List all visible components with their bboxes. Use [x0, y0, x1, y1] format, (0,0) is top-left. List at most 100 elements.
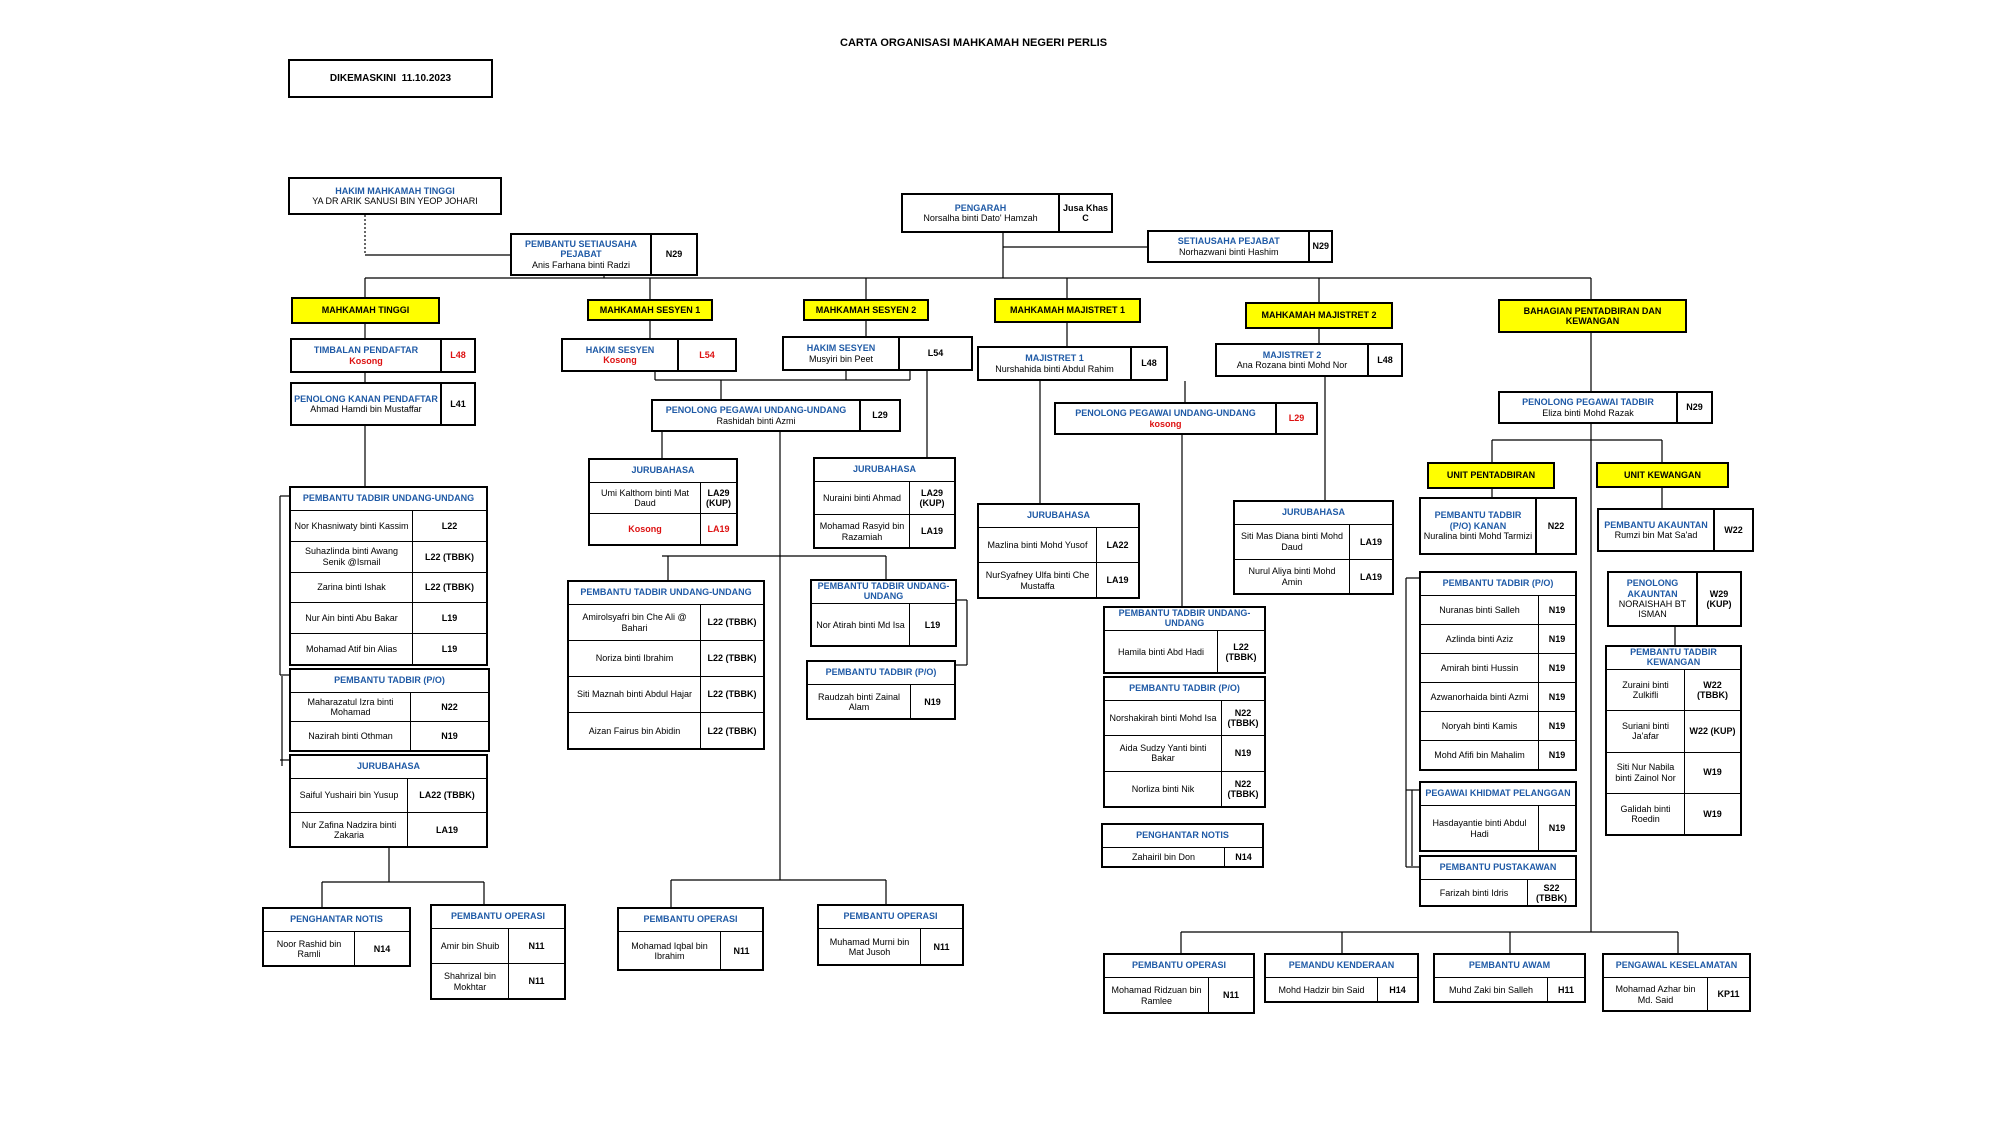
- position-title: MAJISTRET 2: [1262, 349, 1322, 360]
- staff-name: Noryah binti Kamis: [1441, 720, 1518, 731]
- updated-date-box: DIKEMASKINI 11.10.2023: [288, 59, 493, 98]
- position-title: PENOLONG KANAN PENDAFTAR: [294, 393, 438, 404]
- officer-name: Rumzi bin Mat Sa'ad: [1614, 530, 1698, 540]
- staff-name: Hamila binti Abd Hadi: [1117, 646, 1205, 657]
- group-title: PEMBANTU TADBIR KEWANGAN: [1607, 647, 1740, 670]
- staff-name: Siti Mas Diana binti Mohd Daud: [1240, 531, 1344, 552]
- group-title: PEMANDU KENDERAAN: [1266, 955, 1417, 978]
- staff-grade: S22 (TBBK): [1527, 880, 1575, 906]
- staff-name: NurSyafney Ulfa binti Che Mustaffa: [985, 570, 1090, 591]
- position-title: PENOLONG PEGAWAI UNDANG-UNDANG: [1075, 408, 1256, 419]
- staff-name: Siti Maznah binti Abdul Hajar: [576, 689, 693, 700]
- officer-name: Norhazwani binti Hashim: [1178, 246, 1279, 257]
- group-title: PENGHANTAR NOTIS: [1103, 825, 1262, 848]
- staff-name: Suhazlinda binti Awang Senik @Ismail: [305, 546, 398, 567]
- group-title: JURUBAHASA: [979, 505, 1138, 528]
- staff-grade: LA19: [909, 515, 954, 548]
- group-title: PEMBANTU TADBIR UNDANG-UNDANG: [569, 582, 763, 605]
- staff-grade: H14: [1377, 978, 1417, 1002]
- header-unit-pentadbiran: UNIT PENTADBIRAN: [1427, 462, 1555, 489]
- staff-grade: L19: [412, 634, 486, 665]
- staff-grade: N11: [1208, 978, 1253, 1013]
- staff-grade: L22 (TBBK): [412, 572, 486, 603]
- staff-grade: N19: [910, 685, 954, 719]
- staff-name: Shahrizal bin Mokhtar: [443, 971, 497, 992]
- officer-name: NORAISHAH BT ISMAN: [1618, 599, 1687, 620]
- position-title: PEMBANTU SETIAUSAHA PEJABAT: [524, 238, 637, 260]
- officer-name: Nuralina binti Mohd Tarmizi: [1423, 531, 1533, 542]
- staff-name: Kosong: [628, 524, 662, 535]
- group-title: PEMBANTU TADBIR (P/O): [291, 670, 488, 693]
- officer-name: Kosong: [603, 355, 637, 365]
- staff-grade: L22 (TBBK): [700, 605, 763, 640]
- staff-grade: L22 (TBBK): [412, 541, 486, 572]
- officer-name: YA DR ARIK SANUSI BIN YEOP JOHARI: [312, 196, 478, 206]
- group-title: PEMBANTU PUSTAKAWAN: [1421, 857, 1575, 880]
- staff-grade: N11: [920, 929, 962, 965]
- staff-grade: L22: [412, 511, 486, 541]
- staff-grade: L22 (TBBK): [700, 713, 763, 749]
- group-mj-pembantu-tadbir-po: PEMBANTU TADBIR (P/O)Norshakirah binti M…: [1103, 676, 1266, 808]
- staff-name: Mohamad Iqbal bin Ibrahim: [631, 940, 708, 961]
- staff-grade: LA19: [700, 514, 736, 545]
- staff-grade: L22 (TBBK): [700, 641, 763, 676]
- header-unit-kewangan: UNIT KEWANGAN: [1596, 462, 1729, 488]
- staff-grade: N19: [1221, 736, 1264, 771]
- staff-grade: W19: [1684, 793, 1740, 835]
- position-grade: L41: [440, 384, 474, 424]
- staff-name: Nazirah binti Othman: [308, 731, 393, 742]
- group-ms2-pembantu-operasi: PEMBANTU OPERASI Muhamad Murni bin Mat Ju…: [817, 904, 964, 966]
- officer-name: Nurshahida binti Abdul Rahim: [995, 363, 1114, 374]
- staff-name: Maharazatul Izra binti Mohamad: [307, 696, 394, 717]
- staff-grade: N19: [1538, 654, 1575, 682]
- staff-grade: N19: [1538, 712, 1575, 740]
- group-title: PENGHANTAR NOTIS: [264, 909, 409, 932]
- position-title: PENGARAH: [954, 202, 1007, 213]
- staff-name: Mohd Afifi bin Mahalim: [1434, 750, 1525, 761]
- staff-grade: N22 (TBBK): [1221, 771, 1264, 807]
- position-title: HAKIM SESYEN: [806, 343, 876, 354]
- staff-grade: KP11: [1707, 978, 1749, 1011]
- header-bahagian-pentadbiran: BAHAGIAN PENTADBIRAN DAN KEWANGAN: [1498, 299, 1687, 333]
- updated-date: DIKEMASKINI 11.10.2023: [329, 73, 452, 84]
- staff-name: Nur Zafina Nadzira binti Zakaria: [301, 819, 397, 840]
- position-grade: L29: [1275, 404, 1316, 433]
- position-grade: L54: [898, 338, 971, 369]
- staff-name: Mohamad Ridzuan bin Ramlee: [1111, 985, 1202, 1006]
- page-title: CARTA ORGANISASI MAHKAMAH NEGERI PERLIS: [840, 37, 1108, 49]
- staff-name: Muhamad Murni bin Mat Jusoh: [829, 936, 910, 957]
- staff-name: Azlinda binti Aziz: [1445, 633, 1514, 644]
- position-grade: L54: [677, 340, 735, 370]
- staff-name: Raudzah binti Zainal Alam: [817, 691, 901, 712]
- group-title: PEMBANTU OPERASI: [819, 906, 962, 929]
- position-grade: N29: [650, 235, 696, 274]
- staff-name: Mazlina binti Mohd Yusof: [987, 539, 1088, 550]
- position-grade: L48: [440, 340, 474, 371]
